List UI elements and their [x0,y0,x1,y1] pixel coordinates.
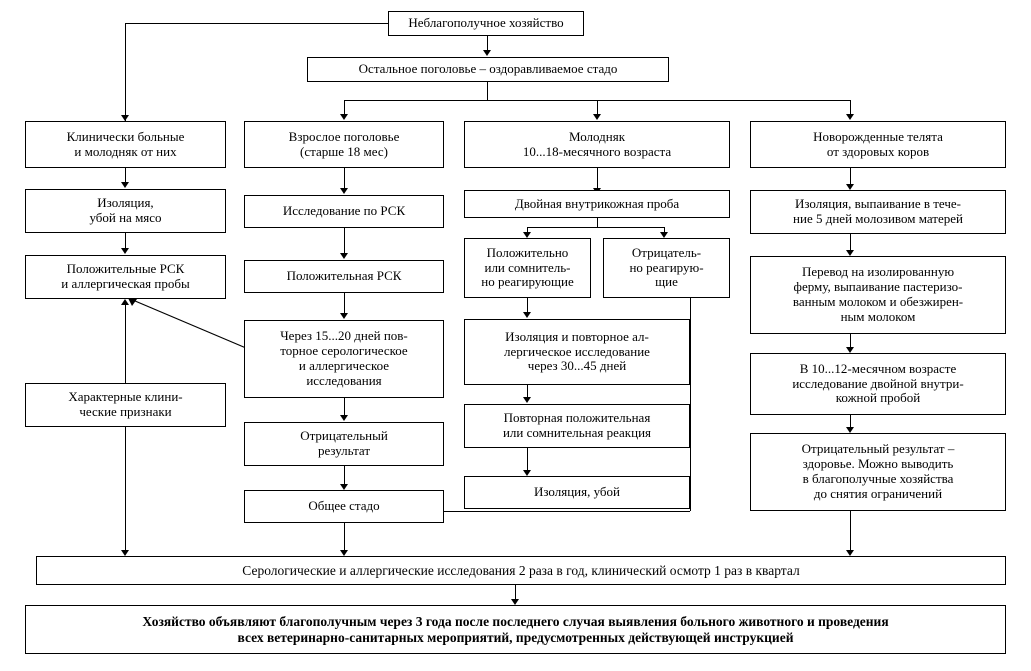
connector-title-left-run [125,23,389,24]
arrowhead-to-col1 [121,115,129,121]
node-negative-reacting: Отрицатель- но реагирую- щие [603,238,730,298]
node-positive-or-doubtful: Положительно или сомнитель- но реагирующ… [464,238,591,298]
node-isolation-colostrum: Изоляция, выпаивание в тече- ние 5 дней … [750,190,1006,234]
arrowhead-to-col3 [593,114,601,120]
connector-c1-to-footer [125,427,126,551]
arrowhead-c2-2 [340,253,348,259]
connector-to-col4 [850,100,851,115]
arrowhead-c1-2 [121,248,129,254]
connector-c3-split-left [527,227,528,234]
node-adult-stock-head: Взрослое поголовье (старше 18 мес) [244,121,444,168]
arrowhead-c2-footer [340,550,348,556]
connector-c4-to-footer [850,511,851,551]
node-rsk-study: Исследование по РСК [244,195,444,228]
node-repeat-positive-reaction: Повторная положительная или сомнительная… [464,404,690,448]
arrowhead-c3-3 [523,397,531,403]
connector-c3-1 [597,168,598,189]
node-isolation-slaughter: Изоляция, убой на мясо [25,189,226,233]
connector-c3-negative-down [690,298,691,511]
node-young-stock-head: Молодняк 10...18-месячного возраста [464,121,730,168]
arrowhead-c4-footer [846,550,854,556]
arrowhead-title-to-subtitle [483,50,491,56]
arrowhead-c3-right [660,232,668,238]
node-test-at-10-12-months: В 10...12-месячном возрасте исследование… [750,353,1006,415]
connector-c2-to-footer [344,523,345,551]
connector-c4-4 [850,415,851,428]
arrowhead-to-col2 [340,114,348,120]
connector-c2-2 [344,228,345,254]
connector-c4-1 [850,168,851,185]
arrowhead-c1-up [121,299,129,305]
arrowhead-c3-4 [523,470,531,476]
arrowhead-c2-4 [340,415,348,421]
connector-c3-split-right [664,227,665,234]
connector-c4-3 [850,334,851,348]
node-isolation-repeat-allergic: Изоляция и повторное ал- лергическое исс… [464,319,690,385]
connector-c1-1 [125,168,126,183]
node-newborn-calves-head: Новорожденные телята от здоровых коров [750,121,1006,168]
connector-c1-up-from-signs [125,305,126,383]
arrowhead-c4-3 [846,347,854,353]
connector-c3-3 [527,385,528,398]
arrowhead-to-col4 [846,114,854,120]
connector-title-left-down [125,23,126,121]
arrowhead-c4-1 [846,184,854,190]
connector-title-to-subtitle [487,36,488,51]
node-unsafe-farm: Неблагополучное хозяйство [388,11,584,36]
connector-subtitle-down [487,82,488,100]
connector-c3-split-down [597,218,598,227]
arrowhead-c4-2 [846,250,854,256]
node-positive-rsk: Положительная РСК [244,260,444,293]
connector-c3-2 [527,298,528,313]
connector-c1-2 [125,233,126,249]
connector-c3-negative-to-herd [437,511,690,512]
connector-c3-split-bar [527,227,664,228]
connector-c2-1 [344,168,345,189]
arrowhead-c3-2 [523,312,531,318]
connector-c2-4 [344,398,345,416]
connector-to-col2 [344,100,345,115]
arrowhead-c1-1 [121,182,129,188]
connector-to-col3 [597,100,598,115]
node-positive-rsk-allergic: Положительные РСК и аллергическая пробы [25,255,226,299]
connector-c3-4 [527,448,528,471]
node-negative-result: Отрицательный результат [244,422,444,466]
node-characteristic-clinical-signs: Характерные клини- ческие признаки [25,383,226,427]
arrowhead-c1-footer [121,550,129,556]
arrowhead-c2-5 [340,484,348,490]
node-farm-declared-safe: Хозяйство объявляют благополучным через … [25,605,1006,654]
node-remaining-herd: Остальное поголовье – оздоравливаемое ст… [307,57,669,82]
node-double-intradermal-test: Двойная внутрикожная проба [464,190,730,218]
connector-c2-5 [344,466,345,485]
node-periodic-testing: Серологические и аллергические исследова… [36,556,1006,585]
node-common-herd: Общее стадо [244,490,444,523]
arrowhead-c2-3 [340,313,348,319]
connector-c2-3 [344,293,345,314]
node-isolation-slaughter-young: Изоляция, убой [464,476,690,509]
arrowhead-c2-1 [340,188,348,194]
connector-diagonal-col2-to-col1 [127,297,247,349]
node-repeat-serological-allergic: Через 15...20 дней пов- торное серологич… [244,320,444,398]
arrowhead-c4-4 [846,427,854,433]
arrowhead-footer2 [511,599,519,605]
node-negative-result-healthy: Отрицательный результат – здоровье. Можн… [750,433,1006,511]
arrowhead-c3-left [523,232,531,238]
connector-c4-2 [850,234,851,251]
node-transfer-isolated-farm: Перевод на изолированную ферму, выпаиван… [750,256,1006,334]
node-clinically-ill-head: Клинически больные и молодняк от них [25,121,226,168]
connector-footer1-to-footer2 [515,585,516,600]
